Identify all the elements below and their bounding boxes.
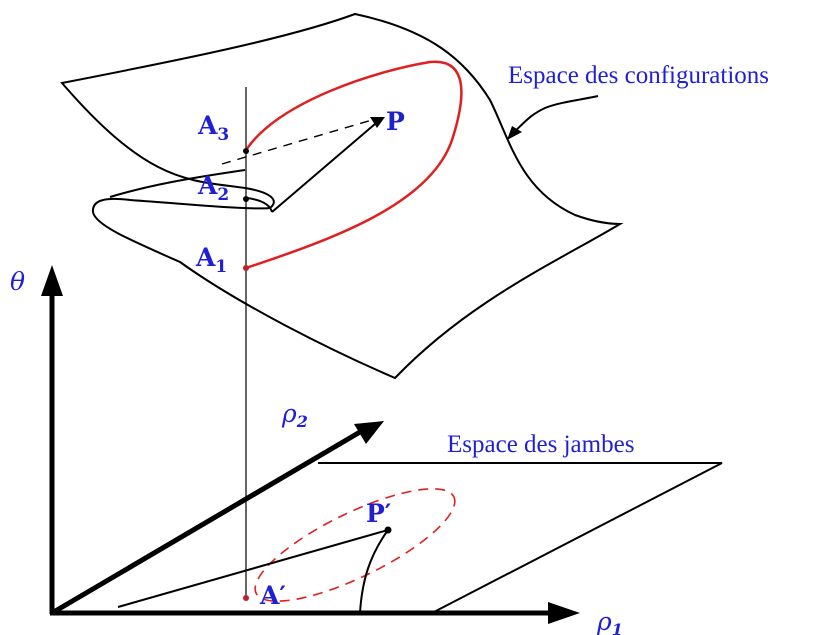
rho2-arrowhead <box>354 421 384 444</box>
point-a1-dot <box>243 265 249 271</box>
label-rho2: ρ2 <box>281 399 308 431</box>
label-p-prime: P′ <box>366 499 391 528</box>
label-p: P <box>386 107 405 136</box>
caption-config-space: Espace des configurations <box>508 62 769 89</box>
point-p-prime-dot <box>384 526 392 534</box>
label-a1: A1 <box>195 243 227 277</box>
label-a-prime: A′ <box>259 581 286 610</box>
config-caption-arrowhead <box>507 126 522 140</box>
leg-segment-hook <box>246 197 273 213</box>
point-a2-dot <box>243 196 249 202</box>
red-solution-curve <box>244 60 463 270</box>
label-rho1: ρ1 <box>596 607 623 635</box>
leg-space-plane <box>318 462 723 614</box>
leg-segment-p <box>271 117 383 213</box>
p-arrowhead <box>370 117 385 128</box>
surface-fold-line <box>109 169 246 198</box>
rho2-axis <box>50 429 362 616</box>
config-caption-pointer <box>511 95 599 135</box>
reachable-ellipse <box>254 488 456 602</box>
point-a-prime-dot <box>243 595 249 601</box>
lower-leg-a-p <box>117 529 389 608</box>
label-a2: A2 <box>197 171 229 205</box>
caption-leg-space: Espace des jambes <box>447 431 634 458</box>
theta-arrowhead <box>41 265 63 296</box>
dashed-segment-a3-p <box>221 119 373 165</box>
rho1-arrowhead <box>548 602 580 624</box>
lower-leg-p-foot <box>359 529 389 614</box>
point-a3-dot <box>243 148 249 154</box>
label-a3: A3 <box>197 111 229 145</box>
label-theta: θ <box>10 267 25 296</box>
